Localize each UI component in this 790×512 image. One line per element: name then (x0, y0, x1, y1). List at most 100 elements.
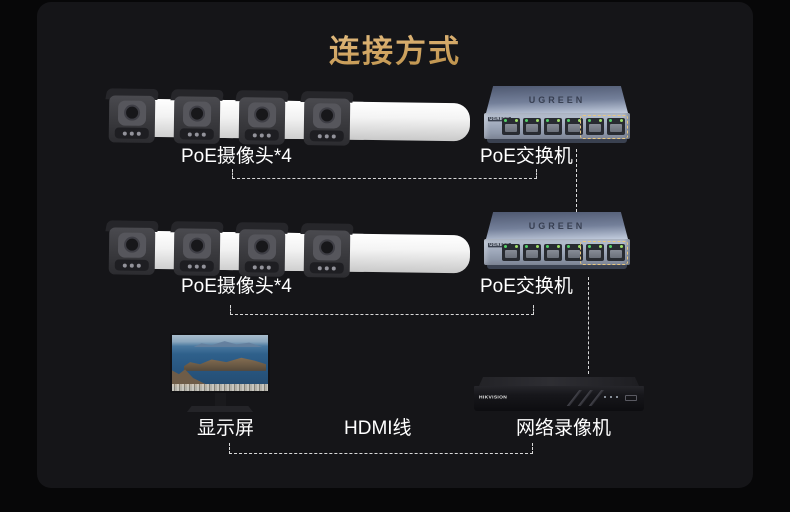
camera-body (331, 233, 471, 274)
camera-face (238, 229, 286, 277)
port-led (578, 245, 581, 248)
led-dot (259, 132, 264, 138)
connector-switch2-to-nvr (588, 277, 589, 374)
led-dot (136, 263, 141, 268)
port-led (546, 119, 549, 122)
led-dot (266, 133, 271, 138)
ugreen-logo: UGREEN (528, 94, 586, 105)
camera-lens (312, 103, 342, 129)
port-led (599, 119, 602, 122)
port-jack (589, 250, 601, 258)
ethernet-ports (502, 244, 625, 261)
wallpaper-town (172, 383, 268, 391)
led-dot (604, 396, 606, 398)
led-dot (122, 131, 127, 136)
camera-ir-leds (244, 261, 279, 273)
uplink-ports-highlight (580, 241, 628, 265)
camera-lens-pupil (253, 106, 271, 123)
ethernet-port-5 (586, 118, 604, 135)
camera-lens (247, 234, 277, 260)
camera-lens (247, 102, 277, 128)
camera-ir-leds (309, 262, 344, 274)
monitor-label: 显示屏 (197, 418, 255, 439)
switch-front-face: UGREEN (484, 113, 630, 139)
led-dot (324, 265, 329, 270)
camera-ir-leds (179, 260, 214, 272)
switch-front-face: UGREEN (484, 239, 630, 265)
ugreen-logo: UGREEN (528, 220, 586, 231)
hikvision-logo: HIKVISION (479, 395, 508, 400)
monitor-stand-base (187, 406, 253, 412)
poe-switch-2: UGREEN UGREEN (484, 212, 630, 270)
nvr-status-leds (604, 396, 618, 398)
switch-top-face: UGREEN (486, 86, 628, 113)
port-led (525, 245, 528, 248)
poe-camera (300, 223, 471, 281)
connector-monitor-to-nvr (229, 443, 533, 454)
nvr-vents (566, 390, 605, 406)
connector-cameras1-to-switch1 (232, 169, 537, 179)
camera-group-1-label: PoE摄像头*4 (181, 146, 292, 167)
camera-ir-leds (179, 128, 214, 140)
led-dot (324, 133, 329, 138)
port-led (536, 119, 539, 122)
camera-lens (182, 101, 212, 127)
port-led (620, 119, 623, 122)
led-dot (259, 264, 264, 270)
port-led (599, 245, 602, 248)
led-dot (122, 263, 127, 268)
switch-top-face: UGREEN (486, 212, 628, 239)
switch-front-brand-badge: UGREEN (488, 117, 511, 122)
port-jack (589, 124, 601, 132)
nvr: HIKVISION (474, 377, 644, 411)
led-dot (194, 132, 199, 137)
switch-base (487, 139, 627, 143)
port-led (620, 245, 623, 248)
led-dot (252, 264, 257, 269)
led-dot (317, 133, 322, 138)
port-led (536, 245, 539, 248)
port-led (546, 245, 549, 248)
camera-ir-leds (309, 130, 344, 142)
led-dot (331, 265, 336, 271)
poe-camera (300, 91, 471, 149)
port-led (588, 245, 591, 248)
monitor (170, 333, 270, 412)
camera-lens-pupil (123, 104, 141, 121)
ethernet-port-4 (565, 244, 583, 261)
camera-lens (182, 233, 212, 259)
led-dot (331, 133, 336, 139)
ethernet-port-4 (565, 118, 583, 135)
led-dot (194, 264, 199, 269)
port-jack (547, 124, 559, 132)
camera-face (108, 227, 156, 275)
port-led (588, 119, 591, 122)
port-led (609, 119, 612, 122)
port-jack (547, 250, 559, 258)
led-dot (187, 263, 192, 269)
camera-face (238, 97, 286, 145)
switch-base (487, 265, 627, 269)
port-led (567, 245, 570, 248)
camera-ir-leds (244, 129, 279, 141)
camera-body (331, 101, 471, 142)
ethernet-port-1 (502, 244, 520, 261)
port-led (567, 119, 570, 122)
wallpaper-mountain (193, 341, 264, 348)
camera-lens-pupil (318, 107, 336, 124)
camera-face (108, 95, 156, 143)
switch-2-label: PoE交换机 (480, 276, 573, 297)
uplink-ports-highlight (580, 115, 628, 139)
camera-lens-pupil (188, 105, 206, 122)
port-jack (505, 250, 517, 258)
camera-ir-leds (114, 259, 149, 271)
nvr-top-face (479, 377, 639, 386)
camera-lens-pupil (253, 238, 271, 255)
ethernet-port-3 (544, 118, 562, 135)
hdmi-cable-label: HDMI线 (344, 418, 412, 439)
port-jack (610, 124, 622, 132)
ethernet-port-6 (607, 244, 625, 261)
camera-face (173, 228, 221, 276)
ethernet-port-2 (523, 244, 541, 261)
nvr-usb-port (625, 395, 637, 401)
